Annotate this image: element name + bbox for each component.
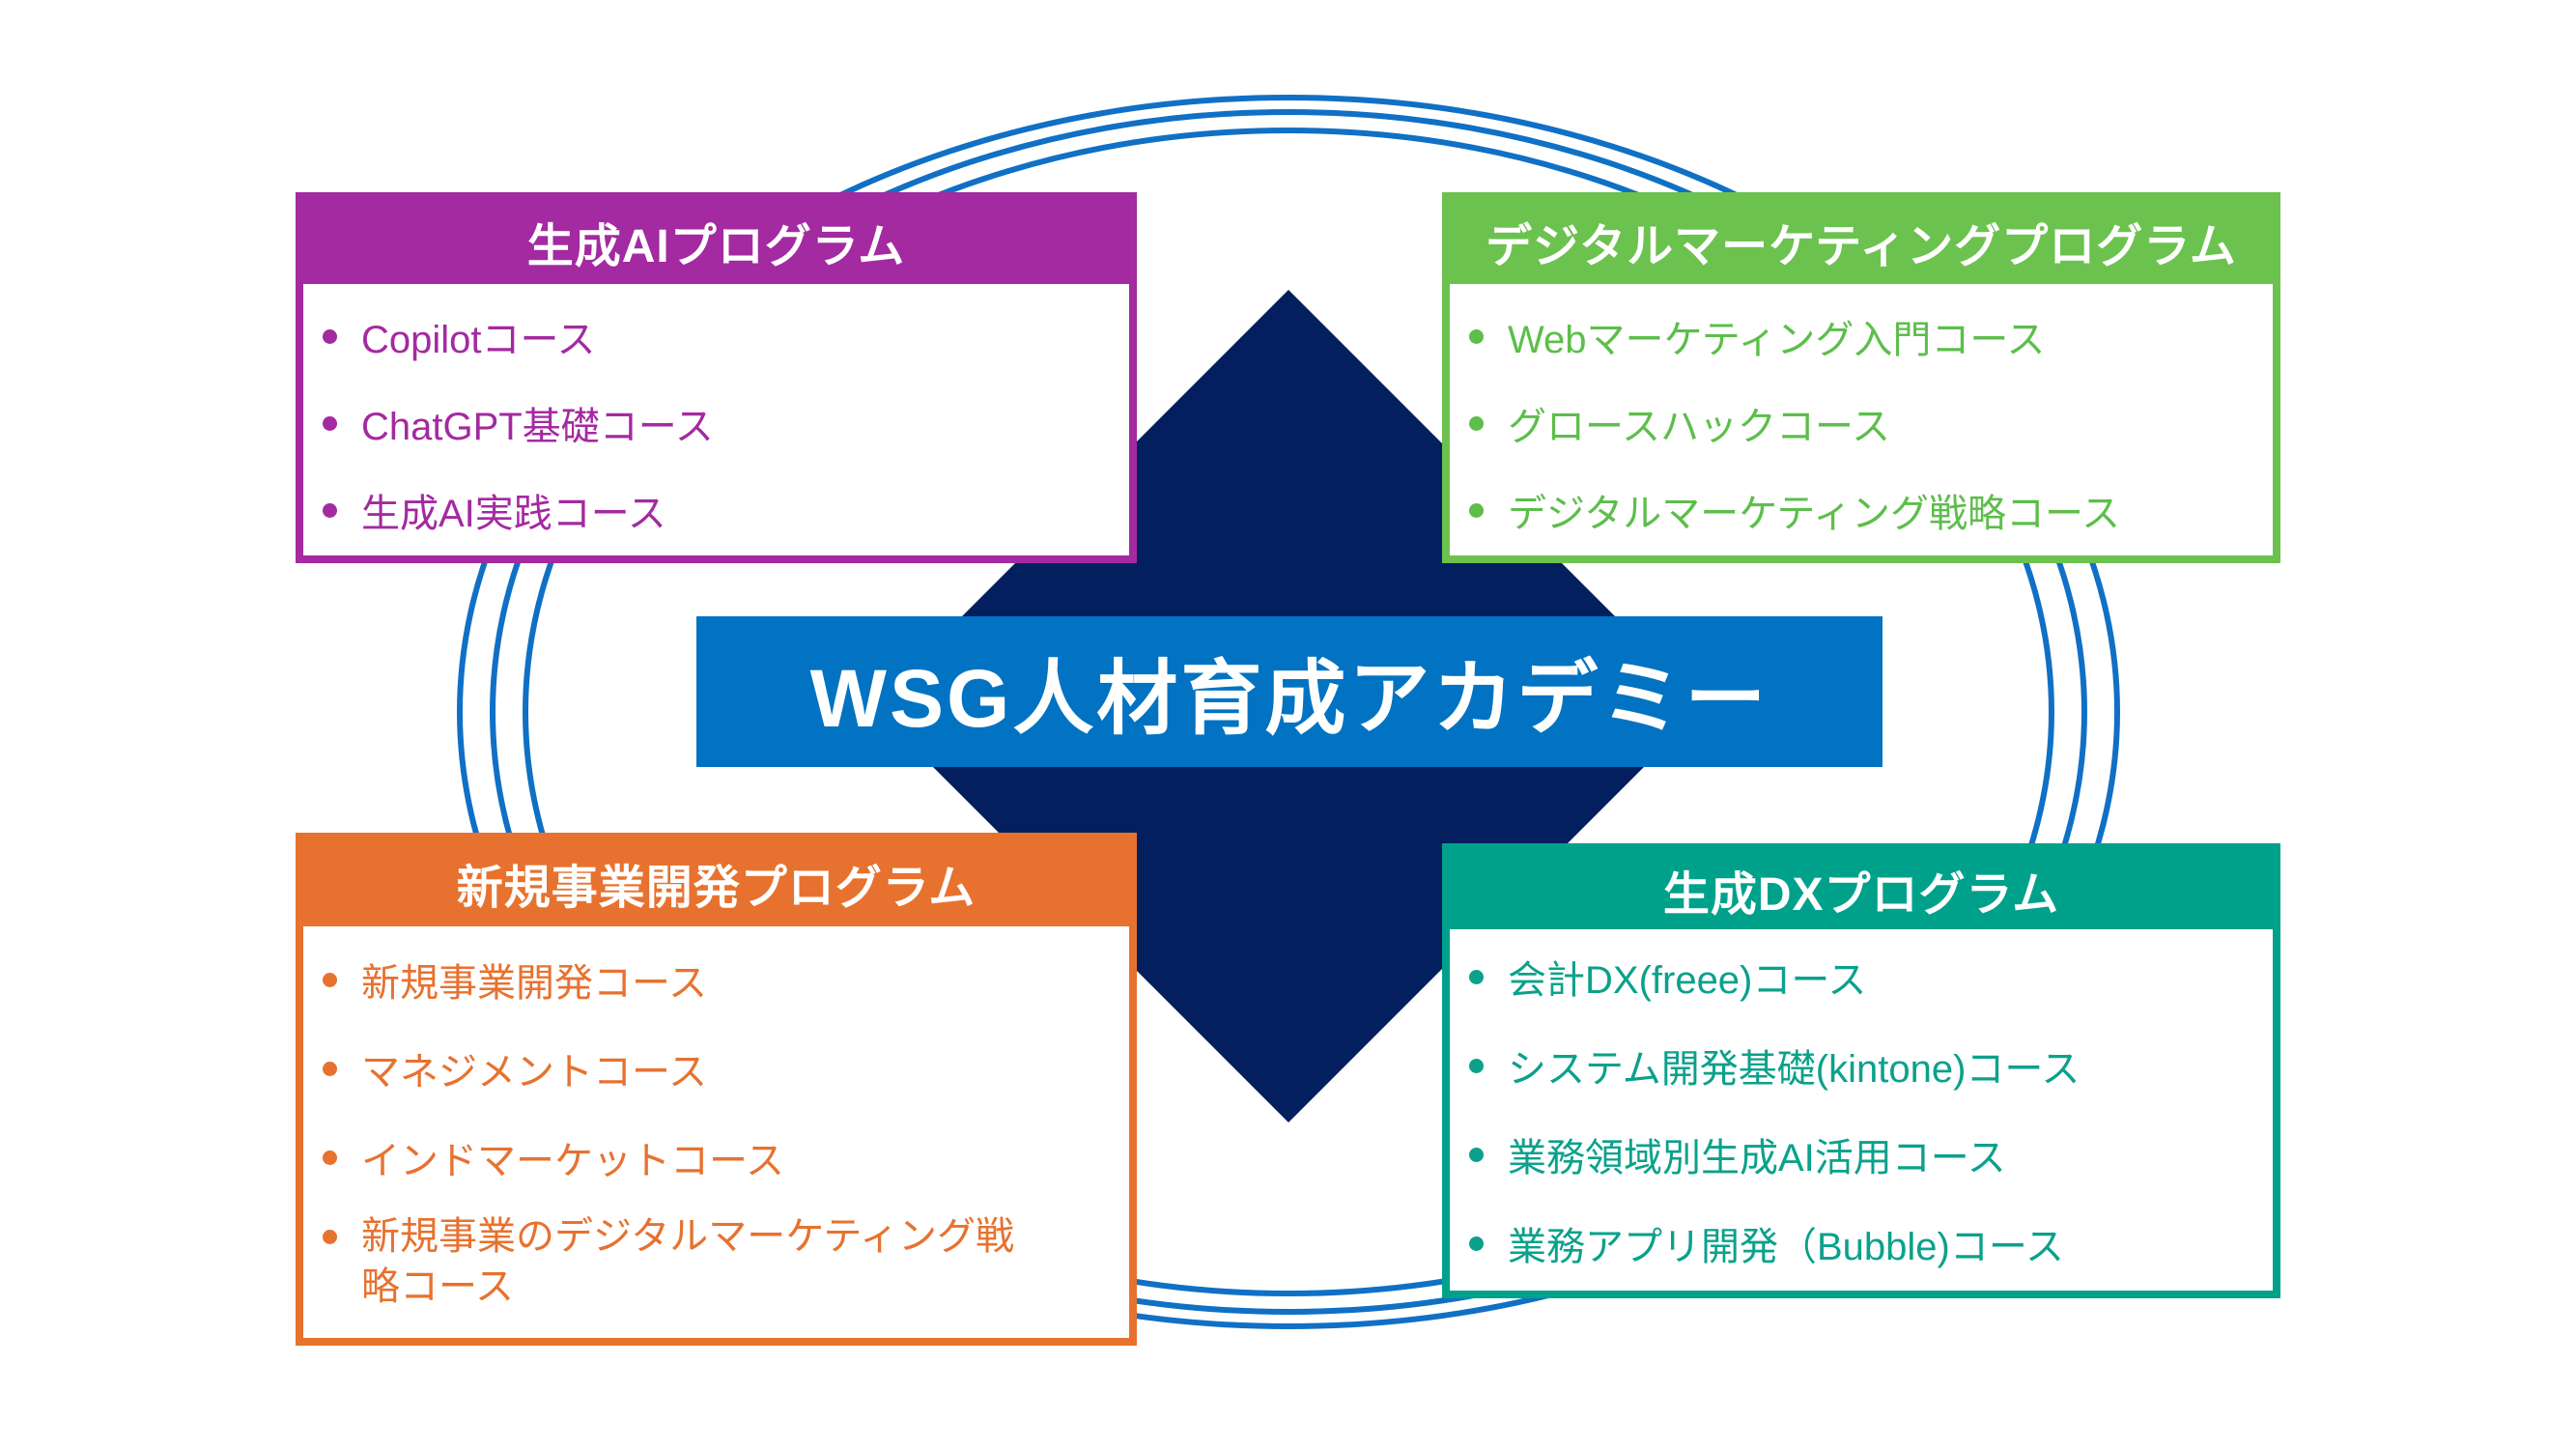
bullet-icon	[1469, 416, 1484, 431]
bullet-icon	[323, 1230, 337, 1244]
course-label: Webマーケティング入門コース	[1508, 319, 2046, 361]
list-item: 業務アプリ開発（Bubble)コース	[1450, 1199, 2255, 1288]
list-item: システム開発基礎(kintone)コース	[1450, 1021, 2255, 1110]
course-label: デジタルマーケティング戦略コース	[1508, 493, 2120, 535]
course-label: 新規事業開発コース	[361, 962, 707, 1005]
program-title-digital-marketing: デジタルマーケティングプログラム	[1449, 199, 2274, 284]
course-list-digital-marketing: Webマーケティング入門コース グロースハックコース デジタルマーケティング戦略…	[1450, 283, 2273, 555]
course-label: システム開発基礎(kintone)コース	[1508, 1048, 2081, 1091]
list-item: 会計DX(freee)コース	[1450, 932, 2255, 1021]
program-card-gen-ai: 生成AIプログラム Copilotコース ChatGPT基礎コース 生成AI実践…	[296, 192, 1137, 563]
program-card-gen-dx: 生成DXプログラム 会計DX(freee)コース システム開発基礎(kinton…	[1442, 843, 2280, 1298]
list-item: マネジメントコース	[303, 1024, 1112, 1113]
list-item: 新規事業のデジタルマーケティング戦略コース	[303, 1202, 1112, 1312]
course-label: 業務領域別生成AI活用コース	[1508, 1137, 2006, 1179]
course-label: グロースハックコース	[1508, 406, 1890, 448]
list-item: 新規事業開発コース	[303, 935, 1112, 1024]
academy-title-banner: WSG人材育成アカデミー	[696, 616, 1882, 767]
program-title-gen-ai: 生成AIプログラム	[302, 199, 1130, 284]
list-item: Copilotコース	[303, 293, 1112, 380]
bullet-icon	[1469, 1148, 1484, 1162]
bullet-icon	[323, 1062, 337, 1076]
program-card-digital-marketing: デジタルマーケティングプログラム Webマーケティング入門コース グロースハック…	[1442, 192, 2280, 563]
bullet-icon	[323, 329, 337, 344]
course-list-gen-dx: 会計DX(freee)コース システム開発基礎(kintone)コース 業務領域…	[1450, 928, 2273, 1291]
bullet-icon	[323, 1151, 337, 1165]
course-label: 業務アプリ開発（Bubble)コース	[1508, 1226, 2064, 1268]
list-item: 業務領域別生成AI活用コース	[1450, 1110, 2255, 1199]
bullet-icon	[323, 973, 337, 987]
course-label: 会計DX(freee)コース	[1508, 959, 1867, 1002]
bullet-icon	[1469, 1059, 1484, 1073]
inner-ring	[523, 128, 2054, 1296]
bullet-icon	[1469, 329, 1484, 344]
program-title-gen-dx: 生成DXプログラム	[1449, 850, 2274, 929]
program-card-new-business: 新規事業開発プログラム 新規事業開発コース マネジメントコース インドマーケット…	[296, 833, 1137, 1346]
list-item: ChatGPT基礎コース	[303, 380, 1112, 467]
bullet-icon	[1469, 1236, 1484, 1251]
bullet-icon	[1469, 503, 1484, 518]
course-label: インドマーケットコース	[361, 1140, 784, 1182]
bullet-icon	[1469, 970, 1484, 984]
bullet-icon	[323, 416, 337, 431]
course-list-gen-ai: Copilotコース ChatGPT基礎コース 生成AI実践コース	[303, 283, 1129, 555]
list-item: デジタルマーケティング戦略コース	[1450, 467, 2255, 554]
academy-title: WSG人材育成アカデミー	[809, 652, 1769, 744]
course-label: 新規事業のデジタルマーケティング戦略コース	[361, 1215, 1014, 1308]
list-item: 生成AI実践コース	[303, 467, 1112, 554]
course-label: ChatGPT基礎コース	[361, 406, 714, 448]
list-item: グロースハックコース	[1450, 380, 2255, 467]
list-item: Webマーケティング入門コース	[1450, 293, 2255, 380]
outer-ring	[457, 95, 2120, 1329]
middle-ring	[490, 109, 2087, 1315]
list-item: インドマーケットコース	[303, 1113, 1112, 1202]
course-label: Copilotコース	[361, 319, 596, 361]
course-label: 生成AI実践コース	[361, 493, 666, 535]
course-list-new-business: 新規事業開発コース マネジメントコース インドマーケットコース 新規事業のデジタ…	[303, 925, 1129, 1338]
program-title-new-business: 新規事業開発プログラム	[302, 839, 1130, 926]
bullet-icon	[323, 503, 337, 518]
course-label: マネジメントコース	[361, 1051, 707, 1094]
